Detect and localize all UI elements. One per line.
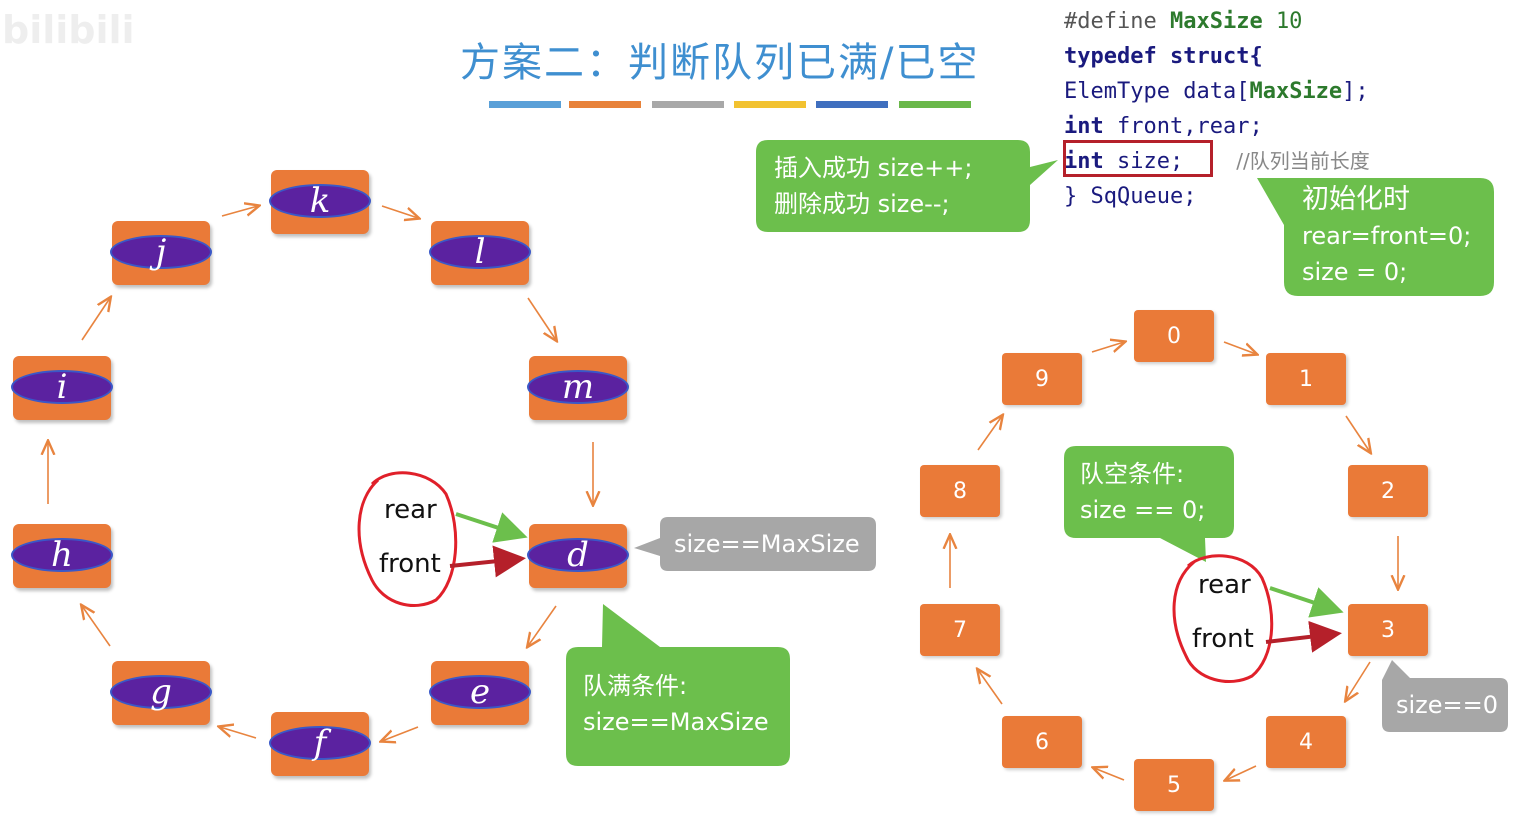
- left-node-k: k: [269, 170, 371, 234]
- title-bar-blue: [489, 101, 561, 108]
- left-node-e-label: e: [429, 675, 531, 709]
- left-node-k-label: k: [269, 184, 371, 218]
- left-node-f-label: f: [269, 726, 371, 760]
- left-front-arrow: [449, 545, 526, 578]
- left-node-j: j: [110, 221, 212, 285]
- right-node-0: 0: [1134, 310, 1214, 362]
- size-highlight-box: [1063, 140, 1213, 177]
- title-bar-darkblue: [816, 101, 888, 108]
- right-node-2: 2: [1348, 465, 1428, 517]
- right-node-8: 8: [920, 465, 1000, 517]
- left-node-m: m: [527, 356, 629, 420]
- code-elemtype: ElemType: [1064, 79, 1170, 104]
- code-line-closing: } SqQueue;: [1064, 179, 1370, 214]
- code-data-field: data[: [1183, 79, 1250, 104]
- code-size-comment: //队列当前长度: [1236, 149, 1370, 173]
- code-closing: } SqQueue;: [1064, 184, 1197, 209]
- code-int-keyword: int: [1064, 114, 1104, 139]
- callout-insert-delete-shape: [756, 140, 1058, 232]
- code-define-directive: #define: [1064, 9, 1157, 34]
- callout-init: 初始化时 rear=front=0; size = 0;: [1302, 182, 1471, 290]
- left-node-h: h: [11, 524, 113, 588]
- code-size-field: size;: [1117, 149, 1184, 174]
- code-line-define: #define MaxSize 10: [1064, 4, 1370, 39]
- left-rear-label: rear: [384, 495, 437, 525]
- code-front-rear: front,rear;: [1117, 114, 1263, 139]
- code-size-int: int: [1064, 149, 1104, 174]
- callout-queue-full-title: 队满条件:: [583, 672, 688, 700]
- right-ring-arrows: [950, 342, 1398, 780]
- left-front-label: front: [379, 549, 441, 579]
- title-bar-yellow: [734, 101, 806, 108]
- code-struct: struct{: [1169, 44, 1263, 69]
- right-rear-arrow: [1269, 586, 1344, 618]
- callout-queue-full: 队满条件: size==MaxSize: [583, 668, 769, 740]
- code-line-front-rear: int front,rear;: [1064, 109, 1370, 144]
- tag-empty-shape: [1382, 660, 1508, 732]
- code-typedef: typedef: [1064, 44, 1157, 69]
- right-front-label: front: [1192, 624, 1254, 654]
- callout-init-title: 初始化时: [1302, 184, 1410, 215]
- title-bar-gray: [652, 101, 724, 108]
- left-node-l: l: [429, 221, 531, 285]
- callout-init-rear-front: rear=front=0;: [1302, 222, 1472, 250]
- tag-full-shape: [634, 517, 876, 571]
- right-node-3: 3: [1348, 604, 1428, 656]
- right-node-5: 5: [1134, 759, 1214, 811]
- left-circle-annotation: [357, 471, 458, 608]
- title-bar-orange: [569, 101, 641, 108]
- right-circle-annotation: [1172, 554, 1274, 684]
- left-node-g: g: [110, 661, 212, 725]
- left-node-i-label: i: [11, 370, 113, 404]
- code-line-typedef: typedef struct{: [1064, 39, 1370, 74]
- code-line-data: ElemType data[MaxSize];: [1064, 74, 1370, 109]
- callout-init-size: size = 0;: [1302, 258, 1408, 286]
- left-node-i: i: [11, 356, 113, 420]
- callout-queue-empty-cond: size == 0;: [1080, 496, 1206, 524]
- watermark: bilibili: [2, 8, 135, 52]
- callout-init-shape: [1257, 178, 1494, 296]
- callout-queue-full-cond: size==MaxSize: [583, 708, 769, 736]
- left-node-g-label: g: [110, 675, 212, 709]
- code-define-value: 10: [1275, 9, 1303, 34]
- code-define-name: MaxSize: [1169, 9, 1263, 34]
- callout-queue-empty-shape: [1064, 446, 1234, 562]
- right-rear-label: rear: [1198, 570, 1251, 600]
- left-node-e: e: [429, 661, 531, 725]
- callout-insert-line: 插入成功 size++;: [774, 154, 973, 182]
- left-node-m-label: m: [527, 370, 629, 404]
- callout-delete-line: 删除成功 size--;: [774, 190, 950, 218]
- tag-empty: size==0: [1396, 691, 1499, 719]
- right-node-4: 4: [1266, 716, 1346, 768]
- tag-full: size==MaxSize: [674, 530, 860, 558]
- right-node-6: 6: [1002, 716, 1082, 768]
- callout-queue-empty: 队空条件: size == 0;: [1080, 456, 1205, 528]
- slide-title: 方案二：判断队列已满/已空: [460, 40, 980, 86]
- left-node-d-label: d: [527, 538, 629, 572]
- code-block: #define MaxSize 10 typedef struct{ ElemT…: [1064, 4, 1370, 214]
- title-bar-green: [899, 101, 971, 108]
- left-node-j-label: j: [110, 235, 212, 269]
- code-data-end: ];: [1342, 79, 1369, 104]
- left-ring-arrows: [48, 206, 593, 741]
- right-front-arrow: [1265, 620, 1342, 653]
- callout-queue-empty-title: 队空条件:: [1080, 460, 1185, 488]
- left-rear-arrow: [455, 512, 528, 543]
- left-node-f: f: [269, 712, 371, 776]
- left-node-h-label: h: [11, 538, 113, 572]
- right-node-7: 7: [920, 604, 1000, 656]
- code-line-size: int size; //队列当前长度: [1064, 144, 1370, 179]
- left-node-l-label: l: [429, 235, 531, 269]
- right-node-1: 1: [1266, 353, 1346, 405]
- callout-queue-full-shape: [566, 604, 790, 766]
- code-data-size: MaxSize: [1249, 79, 1343, 104]
- left-node-d: d: [527, 524, 629, 588]
- right-node-9: 9: [1002, 353, 1082, 405]
- callout-insert-delete: 插入成功 size++; 删除成功 size--;: [774, 150, 972, 222]
